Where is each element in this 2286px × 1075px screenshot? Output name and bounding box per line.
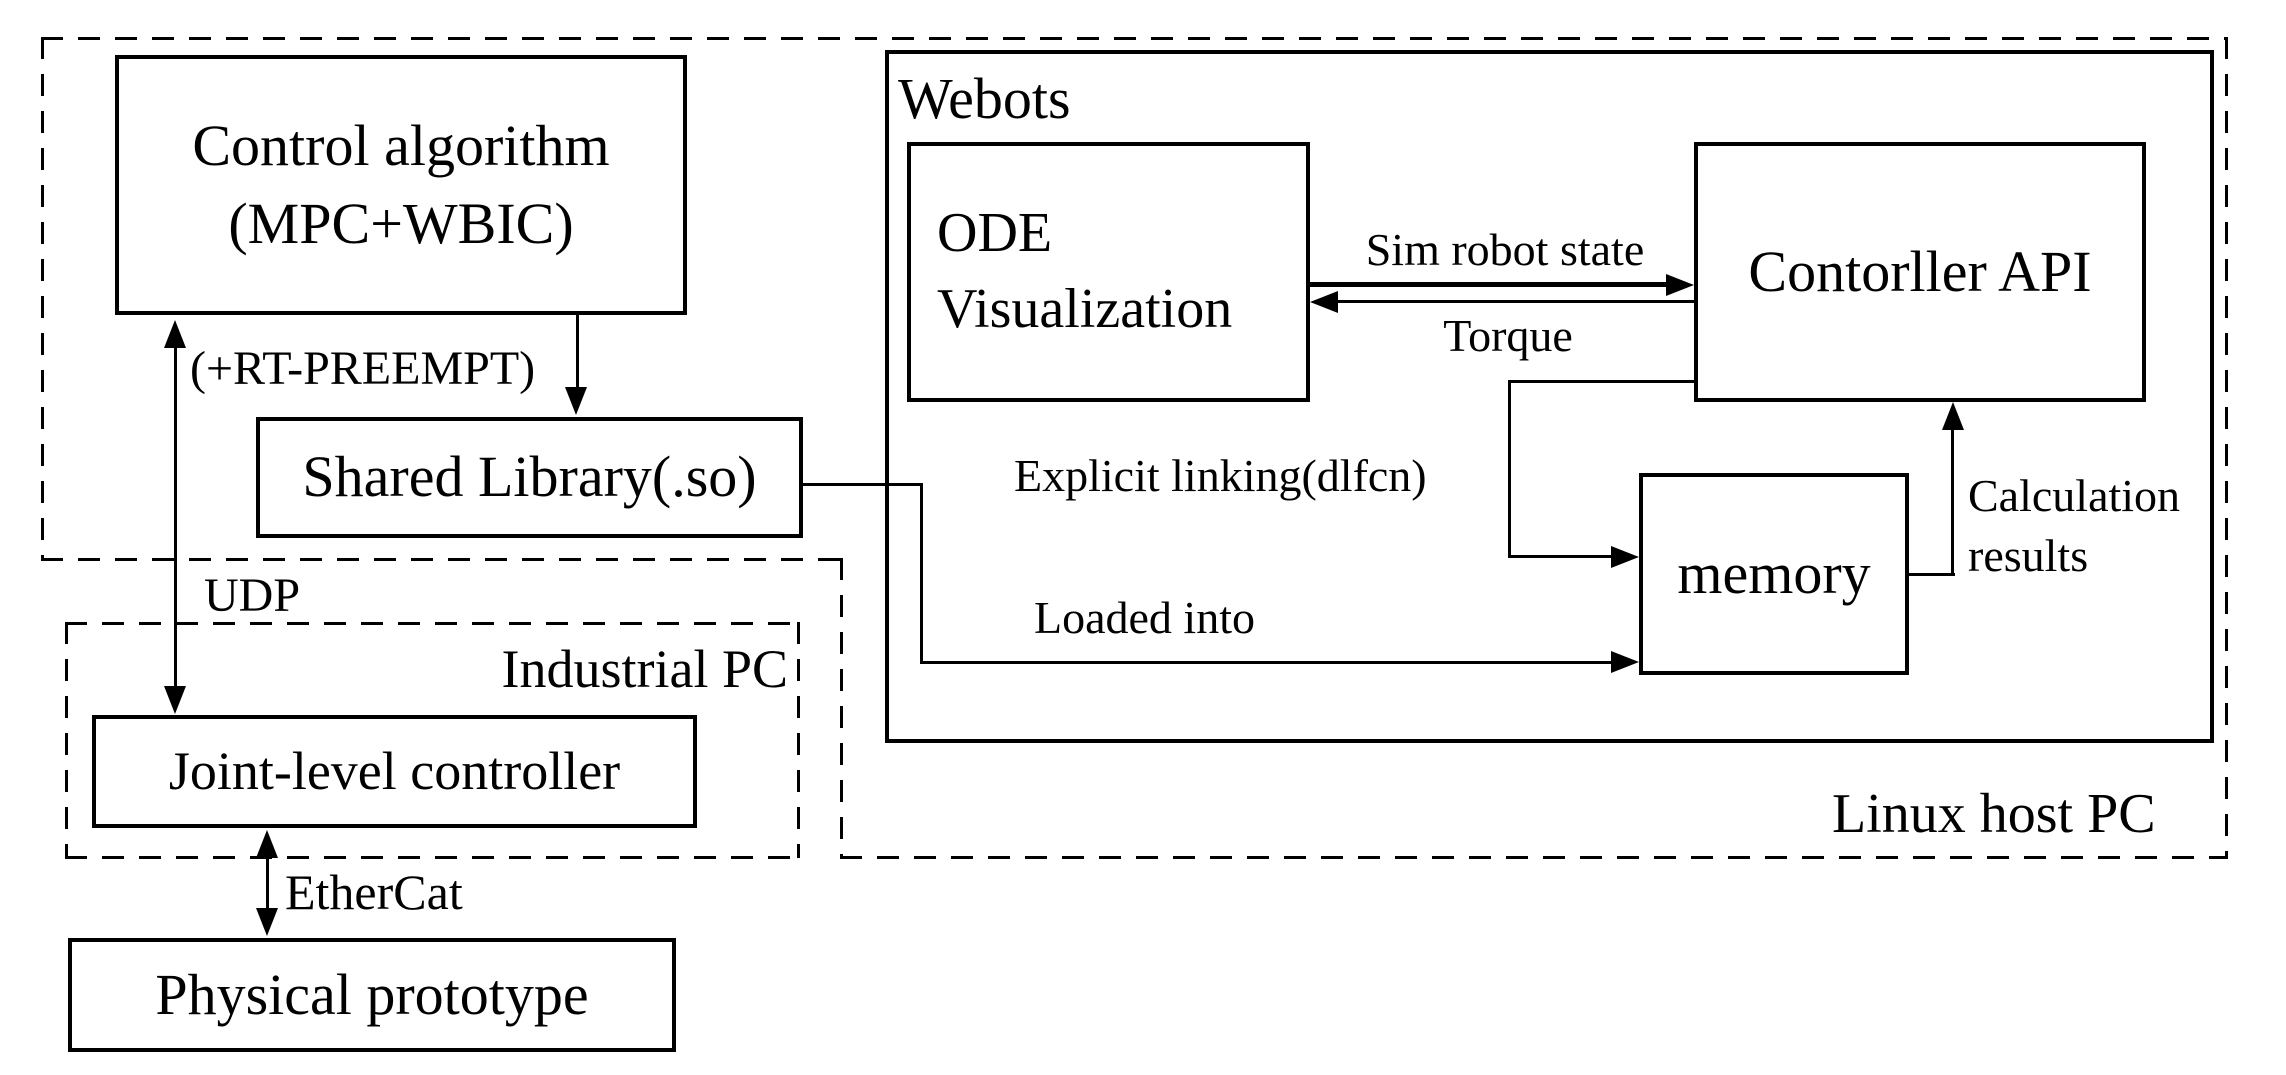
- linux-host-pc-border-top: [41, 37, 2228, 40]
- udp-wire: [174, 344, 177, 690]
- loaded-into-wire-h2: [920, 661, 1615, 664]
- loaded-into-wire-v: [920, 483, 923, 664]
- ode-visualization-label-line1: ODE: [937, 202, 1053, 265]
- api-to-memory-arrowhead-icon: [1611, 546, 1639, 568]
- linux-host-pc-border-right: [2225, 37, 2228, 858]
- ethercat-arrowhead-up-icon: [256, 830, 278, 858]
- linux-host-pc-label: Linux host PC: [1832, 783, 2156, 845]
- control-algorithm-label-line2: (MPC+WBIC): [228, 191, 574, 256]
- api-to-memory-wire-v: [1508, 380, 1511, 557]
- torque-arrowhead-icon: [1310, 291, 1338, 313]
- linux-host-pc-border-bottom: [840, 856, 2228, 859]
- industrial-pc-border-left: [65, 622, 68, 858]
- calculation-results-arrowhead-icon: [1942, 402, 1964, 430]
- api-to-memory-wire-h2: [1508, 555, 1615, 558]
- loaded-into-label: Loaded into: [1034, 592, 1255, 643]
- calculation-results-label-line2: results: [1968, 529, 2089, 581]
- joint-level-controller-box: Joint-level controller: [92, 715, 697, 828]
- webots-box: [885, 50, 2214, 743]
- linux-host-pc-notch-bottom-border: [41, 558, 843, 561]
- controller-api-label: Contorller API: [1748, 238, 2092, 304]
- memory-box: memory: [1639, 473, 1909, 675]
- api-to-memory-wire-h1: [1510, 380, 1694, 383]
- explicit-linking-label: Explicit linking(dlfcn): [1014, 450, 1427, 501]
- calculation-results-label: Calculation results: [1968, 466, 2180, 586]
- industrial-pc-border-right: [797, 622, 800, 858]
- control-algorithm-box: Control algorithm (MPC+WBIC): [115, 55, 687, 315]
- industrial-pc-border-bottom: [65, 856, 800, 859]
- loaded-into-wire-h1: [803, 483, 923, 486]
- physical-prototype-box: Physical prototype: [68, 938, 676, 1052]
- sim-robot-state-arrowhead-icon: [1666, 274, 1694, 296]
- control-algorithm-label-line1: Control algorithm: [192, 112, 610, 178]
- industrial-pc-label: Industrial PC: [501, 639, 788, 699]
- udp-label: UDP: [204, 569, 301, 622]
- sim-robot-state-label: Sim robot state: [1365, 224, 1645, 275]
- webots-label: Webots: [898, 66, 1071, 131]
- industrial-pc-border-top: [65, 622, 800, 625]
- udp-arrowhead-down-icon: [164, 686, 186, 714]
- calculation-results-label-line1: Calculation: [1968, 470, 2181, 521]
- linux-host-pc-border-left: [41, 37, 44, 558]
- calculation-results-wire-v: [1951, 426, 1954, 576]
- shared-library-box: Shared Library(.so): [256, 417, 803, 538]
- loaded-into-arrowhead-icon: [1611, 651, 1639, 673]
- shared-library-label: Shared Library(.so): [302, 444, 757, 510]
- calculation-results-wire-h: [1909, 573, 1955, 576]
- physical-prototype-label: Physical prototype: [155, 961, 589, 1027]
- control-to-shared-wire: [576, 315, 579, 391]
- ethercat-label: EtherCat: [285, 864, 463, 920]
- linux-host-pc-notch-vertical-border: [840, 558, 843, 858]
- memory-label: memory: [1677, 540, 1871, 606]
- joint-level-controller-label: Joint-level controller: [168, 741, 621, 802]
- ethercat-wire: [266, 854, 269, 912]
- sim-robot-state-wire: [1310, 282, 1670, 287]
- ethercat-arrowhead-down-icon: [256, 908, 278, 936]
- torque-wire: [1334, 300, 1694, 303]
- ode-visualization-box: ODE Visualization: [907, 142, 1310, 402]
- ode-visualization-label-line2: Visualization: [937, 278, 1233, 340]
- torque-label: Torque: [1443, 310, 1573, 361]
- rt-preempt-label: (+RT-PREEMPT): [190, 342, 536, 395]
- controller-api-box: Contorller API: [1694, 142, 2146, 402]
- udp-arrowhead-up-icon: [164, 320, 186, 348]
- control-to-shared-arrowhead-icon: [565, 387, 587, 415]
